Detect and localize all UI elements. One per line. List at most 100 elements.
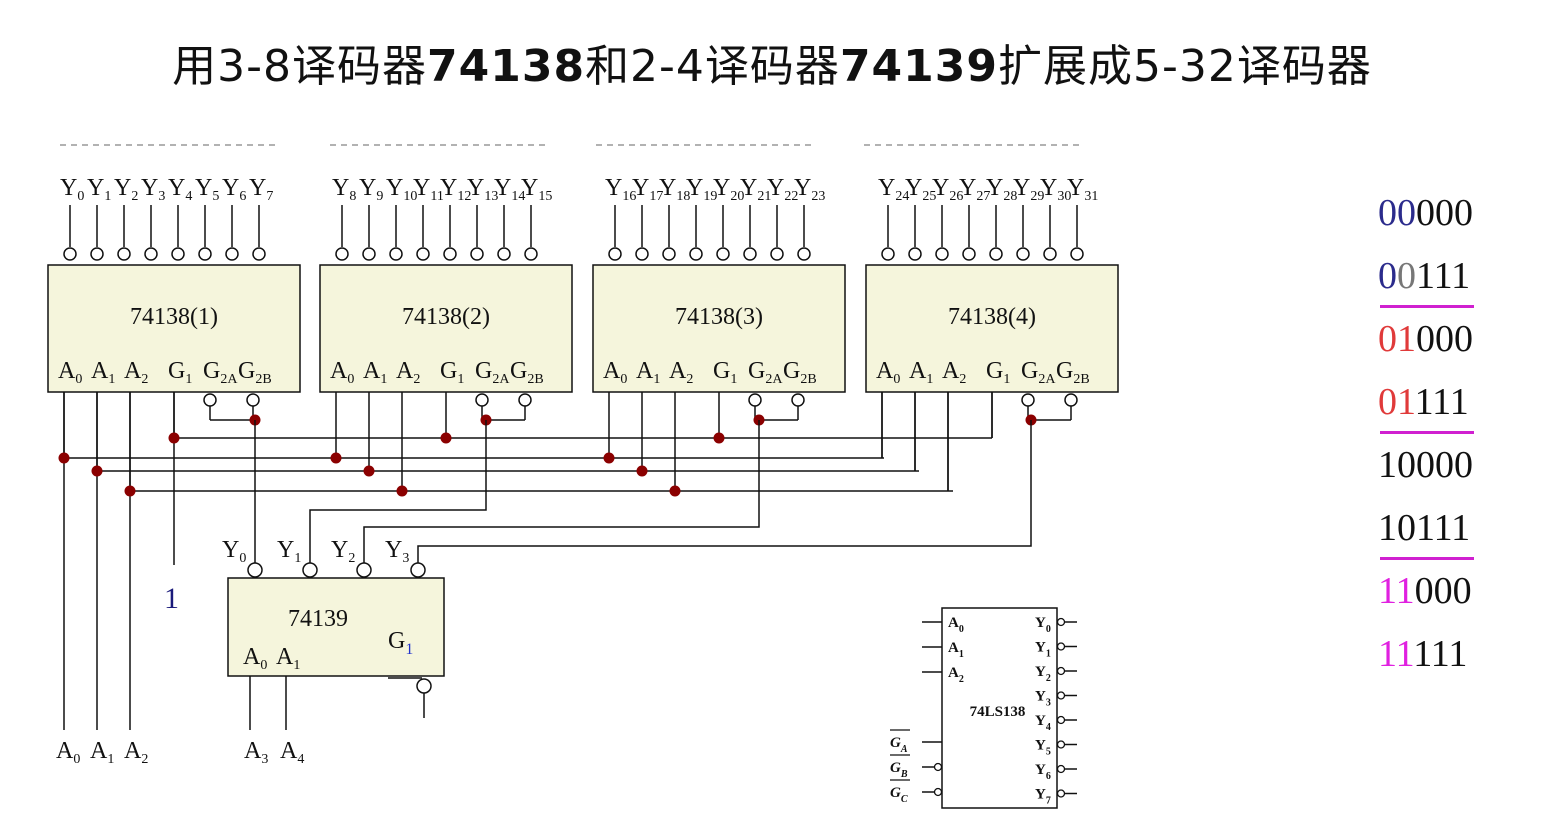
input-pin-label: G2B [783,358,817,387]
group-separator [1380,431,1474,434]
chip-label: 74LS138 [970,704,1026,720]
code-rest: 111 [1414,381,1469,423]
output-label: Y7 [249,175,273,204]
inverter-bubble [389,247,403,261]
code-rest: 10000 [1378,444,1473,486]
code-rest: 000 [1416,318,1473,360]
address-code: 00111 [1378,245,1474,308]
inverter-bubble [797,247,811,261]
output-label: Y31 [1067,175,1098,204]
inverter-bubble [770,247,784,261]
input-pin-label: G1 [440,358,464,387]
decoder-74138-chip [592,264,846,393]
output-label: Y14 [494,175,525,204]
junction-dot [669,485,681,497]
inverter-bubble [933,762,943,772]
input-pin-label: G2B [238,358,272,387]
junction-dot [330,452,342,464]
inverter-bubble [962,247,976,261]
y2-wire [363,420,760,563]
enable-pin-label: GA [890,735,908,755]
address-code: 00000 [1378,182,1473,245]
inverter-bubble [302,562,318,578]
inverter-bubble [246,393,260,407]
input-pin-label: A1 [276,644,300,673]
title-part: 和2-4译码器 [585,41,840,92]
input-pin-label: A2 [669,358,693,387]
inverter-bubble [117,247,131,261]
inverter-bubble [90,247,104,261]
inverter-bubble [881,247,895,261]
output-label: Y21 [740,175,771,204]
address-code: 10111 [1378,497,1474,560]
inverter-bubble [518,393,532,407]
junction-dot [440,432,452,444]
inverter-bubble [443,247,457,261]
inverter-bubble [716,247,730,261]
output-label: Y26 [932,175,963,204]
inverter-bubble [144,247,158,261]
output-label: Y28 [986,175,1017,204]
code-prefix: 11 [1378,633,1414,675]
input-pin-label: A1 [948,640,964,660]
page-title: 用3-8译码器74138和2-4译码器74139扩展成5-32译码器 [0,30,1544,94]
group-separator [1380,305,1474,308]
address-code: 01000 [1378,308,1473,371]
input-pin-label: A1 [363,358,387,387]
input-pin-label: A2 [396,358,420,387]
inverter-bubble [1056,740,1066,749]
input-pin-label: A0 [603,358,627,387]
inverter-bubble [247,562,263,578]
input-pin-label: G1 [986,358,1010,387]
output-label: Y17 [632,175,663,204]
inverter-bubble [356,562,372,578]
chip-label: 74138(4) [948,304,1036,330]
input-pin-label: G2A [748,358,783,387]
decoder-74138-chip [865,264,1119,393]
input-pin-label: A2 [124,358,148,387]
inverter-bubble [1056,691,1066,700]
input-pin-label: A0 [876,358,900,387]
address-code: 11000 [1378,560,1473,623]
code-prefix: 0 [1378,255,1397,297]
address-code: 11111 [1378,623,1473,686]
output-label: Y10 [386,175,417,204]
input-pin-label: G2A [475,358,510,387]
bottom-input-label: A4 [280,738,304,767]
junction-dot [363,465,375,477]
input-pin-label: A1 [636,358,660,387]
output-label: Y25 [905,175,936,204]
junction-dot [396,485,408,497]
output-label: Y8 [332,175,356,204]
output-label: Y9 [359,175,383,204]
code-rest: 000 [1416,192,1473,234]
inverter-bubble [362,247,376,261]
inverter-bubble [1056,666,1066,676]
output-label: Y3 [141,175,165,204]
inverter-bubble [1056,715,1066,725]
y1-wire [309,420,487,563]
group-separator [1380,557,1474,560]
title-part: 74139 [839,41,999,92]
input-pin-label: A0 [58,358,82,387]
inverter-bubble [1043,247,1057,261]
bottom-input-label: A1 [90,738,114,767]
input-pin-label: A1 [91,358,115,387]
enable-label: G1 [388,628,413,658]
title-part: 扩展成5-32译码器 [998,41,1372,92]
input-pin-label: G1 [713,358,737,387]
output-label: Y3 [385,537,409,566]
inverter-bubble [470,247,484,261]
junction-dot [713,432,725,444]
junction-dot [168,432,180,444]
title-part: 74138 [426,41,586,92]
output-label: Y19 [686,175,717,204]
output-label: Y5 [1035,738,1051,758]
input-pin-label: A2 [942,358,966,387]
address-code: 10000 [1378,434,1473,497]
output-label: Y5 [195,175,219,204]
code-rest: 111 [1413,633,1468,675]
enable-pin-label: GB [890,760,908,780]
